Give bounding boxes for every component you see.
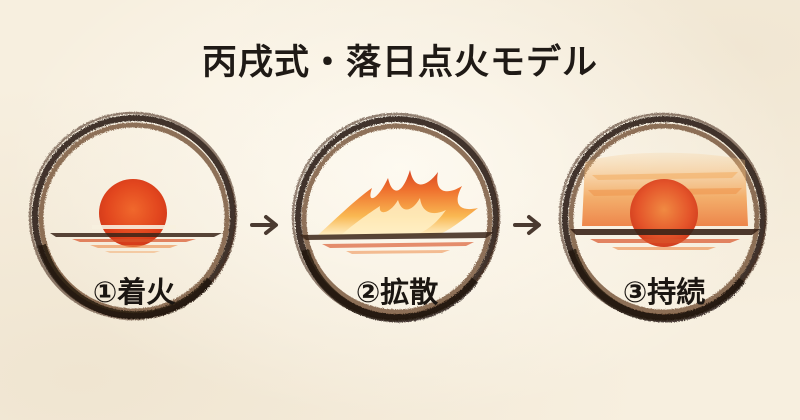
flame-icon bbox=[300, 170, 494, 254]
arrow-right-icon bbox=[250, 215, 278, 235]
page-title: 丙戌式・落日点火モデル bbox=[201, 43, 598, 83]
stage-3-ring bbox=[558, 112, 768, 323]
stage-1-label: ①着火 bbox=[92, 275, 176, 309]
stage-1-ring bbox=[28, 111, 238, 321]
arrow-right-icon bbox=[513, 215, 541, 235]
stage-3-label: ③持続 bbox=[622, 275, 706, 309]
glowing-sunset-icon bbox=[570, 152, 760, 250]
setting-sun-icon bbox=[50, 179, 222, 253]
stage-2-label: ②拡散 bbox=[355, 275, 439, 309]
stage-2-ring bbox=[291, 112, 501, 323]
